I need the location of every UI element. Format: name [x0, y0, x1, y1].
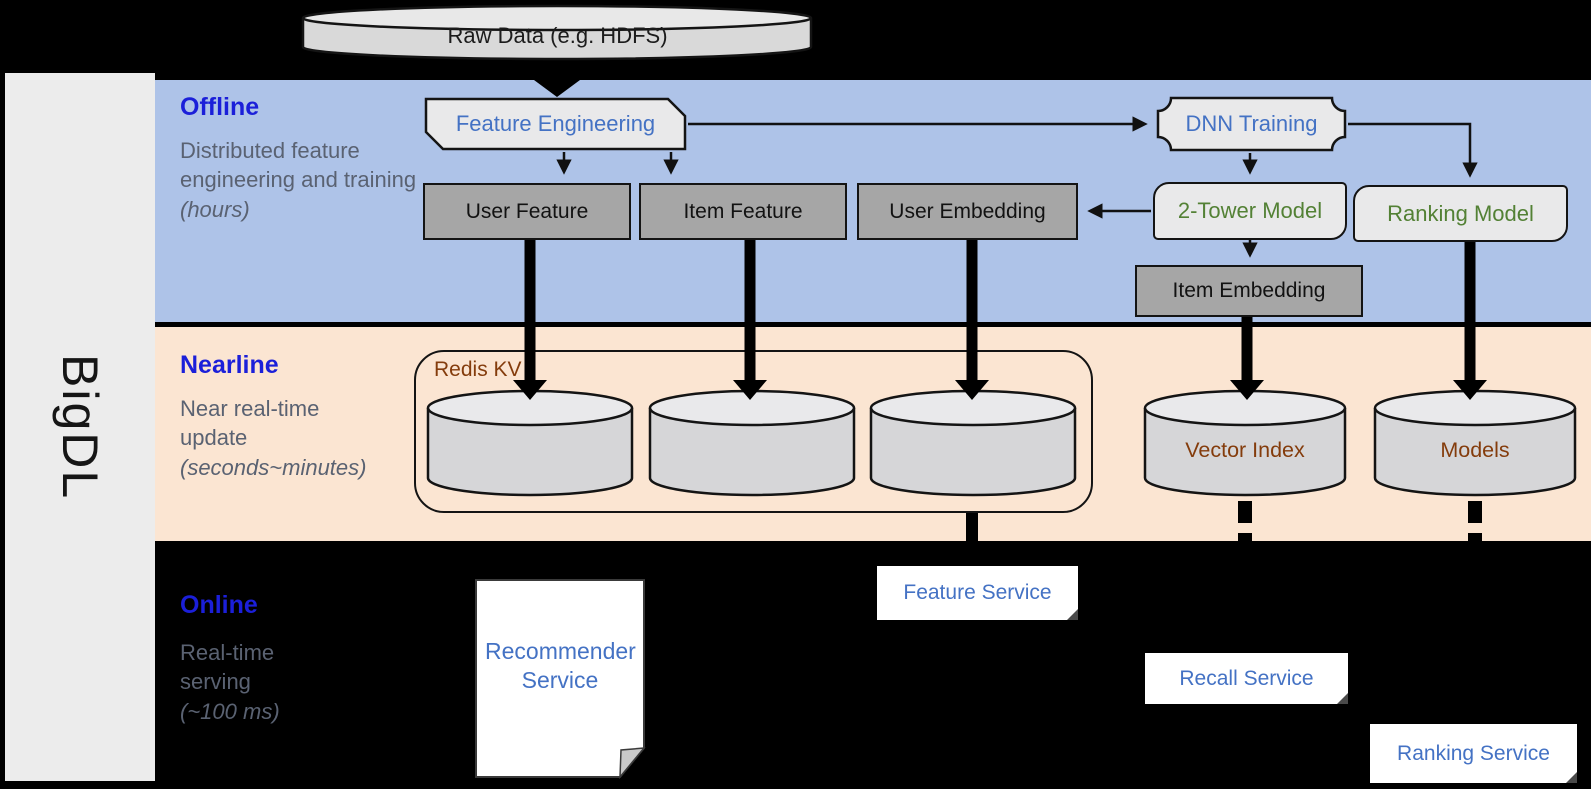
- folded-corner-icon: [1337, 693, 1348, 704]
- folded-corner-icon: [1566, 772, 1577, 783]
- cylinder-shape: [1143, 389, 1347, 497]
- feature-engineering-node: Feature Engineering: [423, 96, 688, 152]
- two-tower-model-label: 2-Tower Model: [1177, 198, 1323, 223]
- recommender-service-label: Recommender Service: [485, 637, 636, 693]
- nearline-desc: Near real-time update (seconds~minutes): [180, 396, 367, 480]
- online-desc: Real-time serving (~100 ms): [180, 640, 280, 724]
- cylinder-shape: [301, 4, 813, 61]
- redis-shard-cylinder-1: [425, 388, 635, 500]
- two-tower-model-node: 2-Tower Model: [1153, 182, 1347, 240]
- item-embedding-node: Item Embedding: [1135, 265, 1363, 317]
- item-feature-node: Item Feature: [639, 183, 847, 240]
- dnn-training-node: DNN Training: [1155, 95, 1348, 153]
- dnn-training-label: DNN Training: [1185, 111, 1318, 136]
- user-embedding-label: User Embedding: [889, 199, 1046, 223]
- cylinder-shape: [648, 389, 856, 497]
- feature-service-node: Feature Service: [877, 566, 1078, 620]
- cylinder-shape: [1373, 389, 1577, 497]
- offline-title: Offline: [180, 93, 260, 121]
- cylinder-shape: [869, 389, 1077, 497]
- item-embedding-label: Item Embedding: [1172, 279, 1326, 302]
- models-label: Models: [1440, 437, 1510, 462]
- feature-engineering-label: Feature Engineering: [455, 111, 656, 136]
- feature-service-label: Feature Service: [903, 581, 1052, 604]
- card-shape: [424, 97, 687, 151]
- ranking-service-label: Ranking Service: [1397, 741, 1550, 765]
- cylinder-shape: [426, 389, 634, 497]
- models-store: Models: [1372, 388, 1578, 500]
- brand-sidebar: BigDL: [5, 73, 155, 781]
- recall-service-label: Recall Service: [1179, 666, 1314, 690]
- raw-data-store: Raw Data (e.g. HDFS): [300, 3, 815, 63]
- recall-service-node: Recall Service: [1145, 653, 1348, 704]
- online-title: Online: [180, 591, 258, 619]
- ranking-model-node: Ranking Model: [1353, 185, 1568, 242]
- ranking-model-label: Ranking Model: [1387, 200, 1534, 226]
- user-feature-label: User Feature: [465, 199, 589, 223]
- vector-index-label: Vector Index: [1185, 437, 1305, 462]
- offline-desc: Distributed feature engineering and trai…: [180, 138, 417, 222]
- nearline-title: Nearline: [180, 351, 279, 379]
- document-shape: [475, 579, 646, 779]
- user-embedding-node: User Embedding: [857, 183, 1078, 240]
- folded-corner-icon: [1067, 609, 1078, 620]
- brand-label: BigDL: [52, 353, 108, 501]
- vector-index-store: Vector Index: [1142, 388, 1348, 500]
- item-feature-label: Item Feature: [683, 199, 803, 223]
- redis-kv-label: Redis KV: [434, 358, 522, 381]
- raw-data-label: Raw Data (e.g. HDFS): [447, 23, 668, 48]
- redis-shard-cylinder-2: [647, 388, 857, 500]
- redis-shard-cylinder-3: [868, 388, 1078, 500]
- recommender-service-node: Recommender Service: [474, 578, 646, 779]
- plaque-shape: [1156, 96, 1347, 152]
- user-feature-node: User Feature: [423, 183, 631, 240]
- ranking-service-node: Ranking Service: [1370, 724, 1577, 783]
